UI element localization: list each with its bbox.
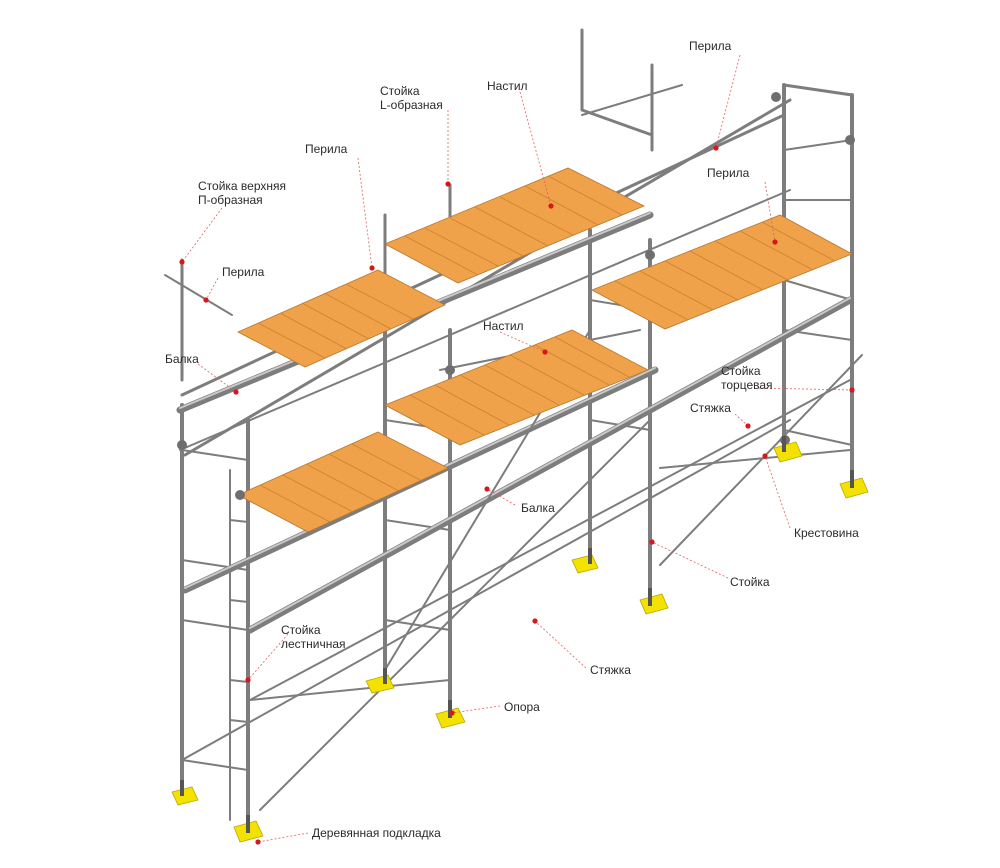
label-perila-top-right: Перила	[689, 39, 732, 53]
label-line: Стойка	[281, 623, 321, 637]
deck-planks	[237, 167, 853, 533]
label-krestovina: Крестовина	[794, 526, 859, 540]
label-line: торцевая	[721, 378, 773, 392]
label-nastil-mid: Настил	[483, 319, 524, 333]
callout-leaders	[179, 54, 855, 845]
long-rails	[176, 98, 863, 811]
label-line: П-образная	[198, 193, 263, 207]
label-line: L-образная	[380, 98, 443, 112]
label-perila-mid-left: Перила	[305, 142, 348, 156]
label-line: Стойка	[721, 364, 761, 378]
label-perila-left: Перила	[222, 265, 265, 279]
label-podkladka: Деревянная подкладка	[312, 826, 441, 840]
label-line: Стойка верхняя	[198, 179, 286, 193]
label-styazhka-right: Стяжка	[690, 401, 731, 415]
label-opora: Опора	[504, 700, 540, 714]
label-styazhka-bottom: Стяжка	[590, 663, 631, 677]
base-supports	[171, 436, 869, 843]
label-perila-right: Перила	[707, 166, 750, 180]
label-balka-mid: Балка	[521, 501, 555, 515]
label-nastil-top: Настил	[487, 79, 528, 93]
label-line: лестничная	[281, 637, 346, 651]
label-balka-left: Балка	[165, 352, 199, 366]
label-stoika: Стойка	[730, 575, 770, 589]
label-line: Стойка	[380, 84, 420, 98]
